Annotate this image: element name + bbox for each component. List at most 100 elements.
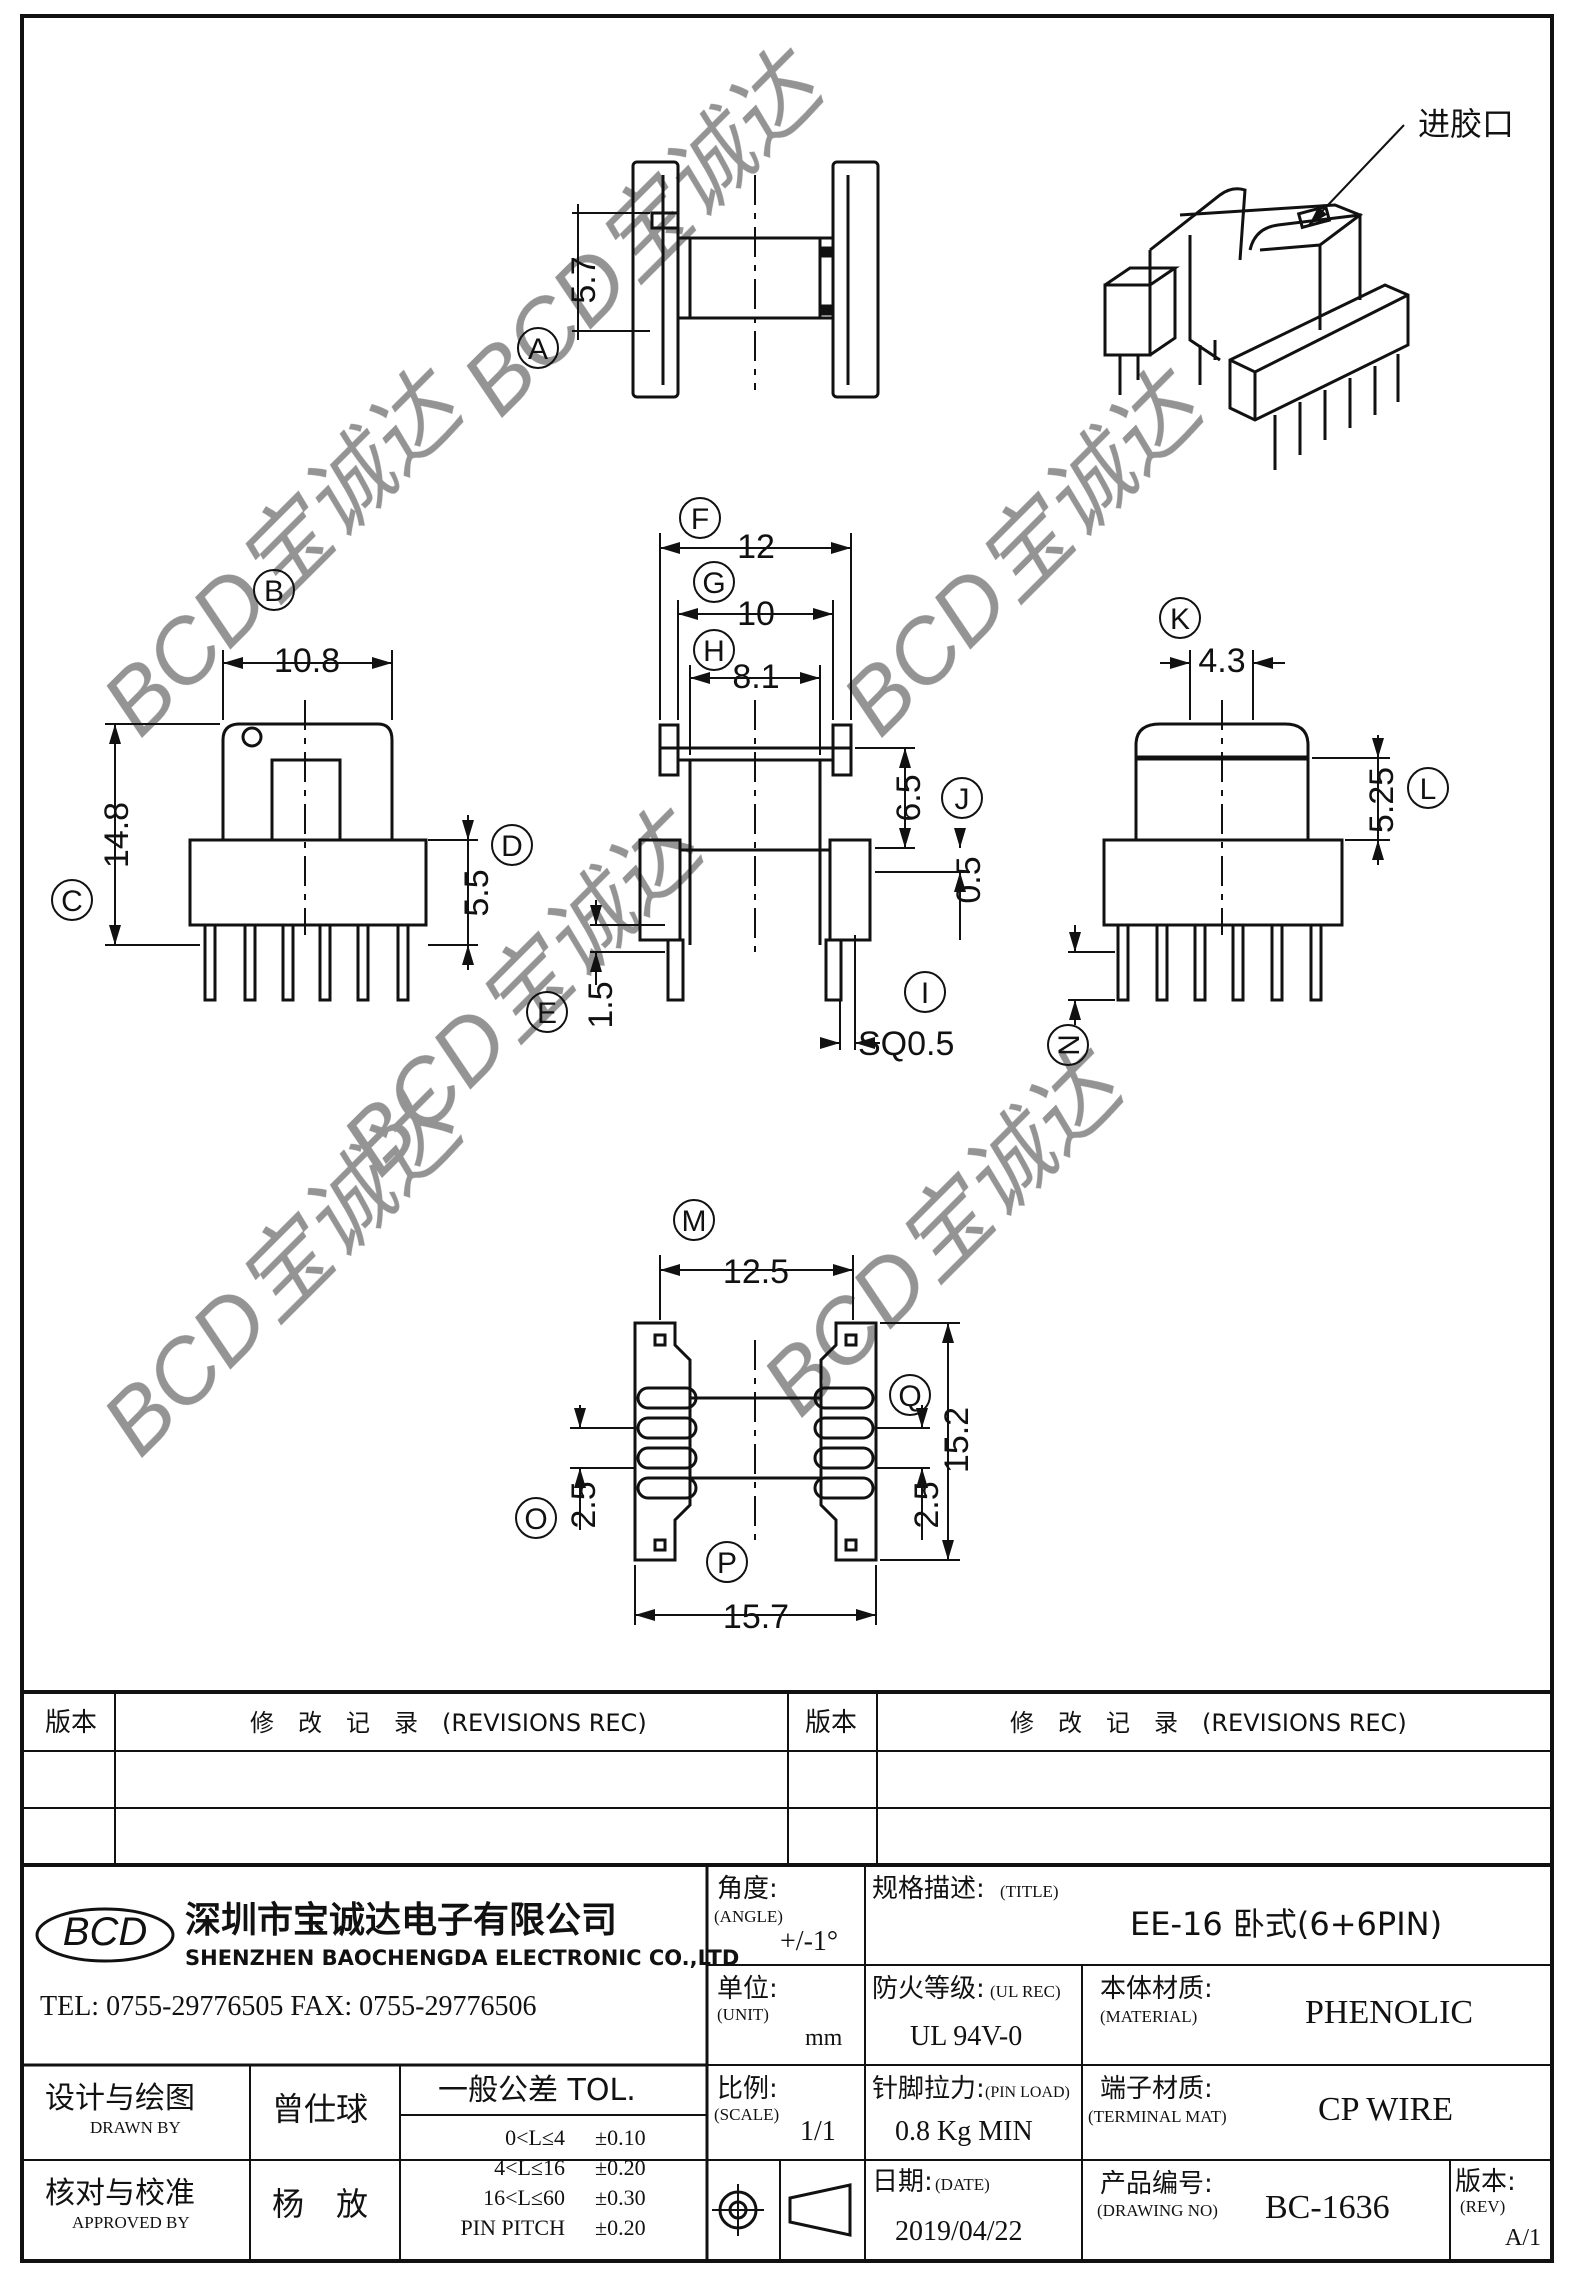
side-view-right [1102,700,1344,1002]
dim-H-value: 8.1 [732,658,779,696]
bottom-view [633,1321,878,1562]
pin-load-label: 针脚拉力: [872,2074,985,2104]
bubble-P-label: P [717,1547,737,1580]
rev-header-mid: 修 改 记 录 (REVISIONS REC) [250,1709,647,1737]
tol-value-1: ±0.20 [595,2155,646,2180]
bubble-I [904,971,946,1013]
dim-M [659,1255,854,1320]
bubble-G-label: G [702,567,725,600]
rev-en: (REV) [1460,2197,1505,2216]
date-value: 2019/04/22 [895,2216,1023,2247]
bubble-B-label: B [264,575,284,608]
bubble-E-label: E [537,997,557,1030]
top-view [631,160,880,399]
bubble-O [515,1497,557,1539]
dim-I [820,935,880,1050]
scale-label: 比例: [717,2074,778,2104]
unit-label: 单位: [717,1974,778,2004]
tol-range-2: 16<L≤60 [483,2185,565,2210]
tel-fax: TEL: 0755-29776505 FAX: 0755-29776506 [40,1991,536,2022]
dim-D-value: 5.5 [458,869,496,916]
material-value: PHENOLIC [1305,1994,1473,2031]
dim-K-value: 4.3 [1198,642,1245,680]
ul-en: (UL REC) [990,1982,1061,2001]
bubble-P [706,1541,748,1583]
dim-I-value: SQ0.5 [858,1025,954,1063]
bubble-Q [889,1374,931,1416]
gate-leader [1308,124,1405,226]
title-value: EE-16 卧式(6+6PIN) [1130,1905,1442,1943]
tol-range-3: PIN PITCH [460,2215,565,2240]
rev-header-mid2: 修 改 记 录 (REVISIONS REC) [1010,1709,1407,1737]
tol-value-3: ±0.20 [595,2215,646,2240]
scale-en: (SCALE) [714,2105,779,2124]
bubble-B [253,569,295,611]
dim-Q [876,1322,960,1561]
bubble-I-label: I [921,977,929,1010]
dim-D [428,815,478,970]
watermark-text: BCD宝诚达 [83,1071,486,1474]
approved-label: 核对与校准 [45,2176,195,2211]
bubble-H [693,629,735,671]
rev-header-left: 版本 [45,1708,97,1738]
angle-en: (ANGLE) [714,1907,783,1926]
tol-range-0: 0<L≤4 [505,2125,565,2150]
bubble-C-label: C [61,885,83,918]
watermark: BCD宝诚达 BCD宝诚达 BCD宝诚达 BCD宝诚达 BCD宝诚达 BCD宝诚… [83,31,1226,1474]
unit-en: (UNIT) [717,2005,769,2024]
drawn-en: DRAWN BY [90,2118,181,2137]
company-logo: BCD [35,1907,175,1963]
dim-P [634,1565,877,1625]
drawn-value: 曾仕球 [272,2090,368,2128]
title-en: (TITLE) [1000,1882,1059,1901]
gate-label: 进胶口 [1418,106,1514,142]
title-block-grid [22,1690,1552,2261]
dim-G [677,600,834,720]
bubble-K-label: K [1170,603,1190,636]
bubble-C [51,879,93,921]
terminal-label: 端子材质: [1100,2074,1213,2104]
bubble-A [517,327,559,369]
dim-B-value: 10.8 [274,642,340,680]
watermark-text: BCD宝诚达 [443,31,846,434]
bubble-M-label: M [682,1205,707,1238]
bubble-E [526,991,568,1033]
tol-value-0: ±0.10 [595,2125,646,2150]
bubble-F-label: F [691,503,709,536]
dim-A-value: 5.7 [565,256,603,303]
watermark-text: BCD宝诚达 [823,351,1226,754]
bubble-G [693,561,735,603]
isometric-view [1103,187,1410,470]
company-name-cn: 深圳市宝诚达电子有限公司 [185,1900,617,1941]
dim-F-value: 12 [737,528,775,566]
dim-A [572,204,650,340]
bubble-J-label: J [955,783,970,816]
dim-O [570,1405,635,1530]
drawing-no-label: 产品编号: [1100,2169,1213,2199]
bubble-N [1047,1024,1089,1066]
bubble-Q-label: Q [898,1380,921,1413]
dim-O-value: 2.5 [565,1481,603,1528]
dim-Q2-value: 2.5 [908,1481,946,1528]
drawing-no-value: BC-1636 [1265,2189,1390,2226]
company-name-en: SHENZHEN BAOCHENGDA ELECTRONIC CO.,LTD [185,1946,739,1970]
bubble-M [673,1199,715,1241]
terminal-en: (TERMINAL MAT) [1088,2107,1227,2126]
approved-value: 杨 放 [272,2185,368,2223]
unit-value: mm [805,2025,843,2051]
sheet-border [20,14,1554,2263]
material-en: (MATERIAL) [1100,2007,1197,2026]
scale-value: 1/1 [800,2116,836,2147]
dim-K [1160,650,1285,720]
date-en: (DATE) [935,2175,990,2194]
dim-Q-value: 15.2 [938,1407,976,1473]
dim-J [855,747,970,940]
bubble-J [941,777,983,819]
rev-header-right: 版本 [805,1708,857,1738]
dim-G-value: 10 [737,595,775,633]
bubble-L-label: L [1420,773,1437,806]
date-label: 日期: [872,2167,933,2197]
bubble-L [1407,767,1449,809]
dim-F [659,533,852,720]
